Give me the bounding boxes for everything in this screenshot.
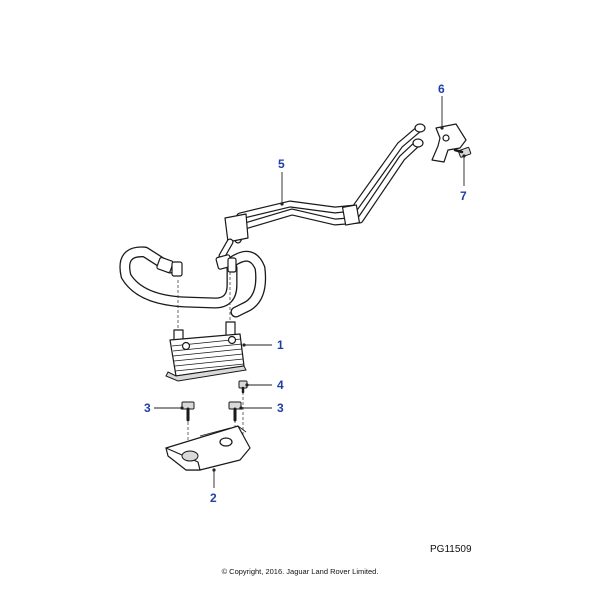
callout-6: 6	[438, 82, 445, 96]
nut	[238, 380, 248, 394]
copyright-notice: © Copyright, 2016. Jaguar Land Rover Lim…	[221, 567, 379, 576]
callout-3-left: 3	[144, 401, 151, 415]
bolt-left	[181, 401, 195, 422]
callout-7: 7	[460, 189, 467, 203]
mounting-bracket	[165, 425, 251, 471]
callout-2: 2	[210, 491, 217, 505]
hose-connector-left	[156, 256, 183, 277]
callout-3-right: 3	[277, 401, 284, 415]
callout-labels: 1 2 3 3 4 5 6 7	[144, 82, 467, 505]
cooler-hoses	[119, 238, 267, 318]
callout-1: 1	[277, 338, 284, 352]
diagram-reference-code: PG11509	[430, 544, 472, 555]
callout-leaders	[154, 96, 466, 488]
callout-5: 5	[278, 157, 285, 171]
cooler-pipes	[224, 123, 426, 244]
callout-4: 4	[277, 378, 284, 392]
hose-connector-right	[215, 254, 237, 273]
bolt-right	[228, 401, 242, 422]
pipe-bracket	[431, 123, 467, 163]
oil-cooler	[165, 321, 247, 382]
bracket-bolt	[453, 146, 472, 158]
